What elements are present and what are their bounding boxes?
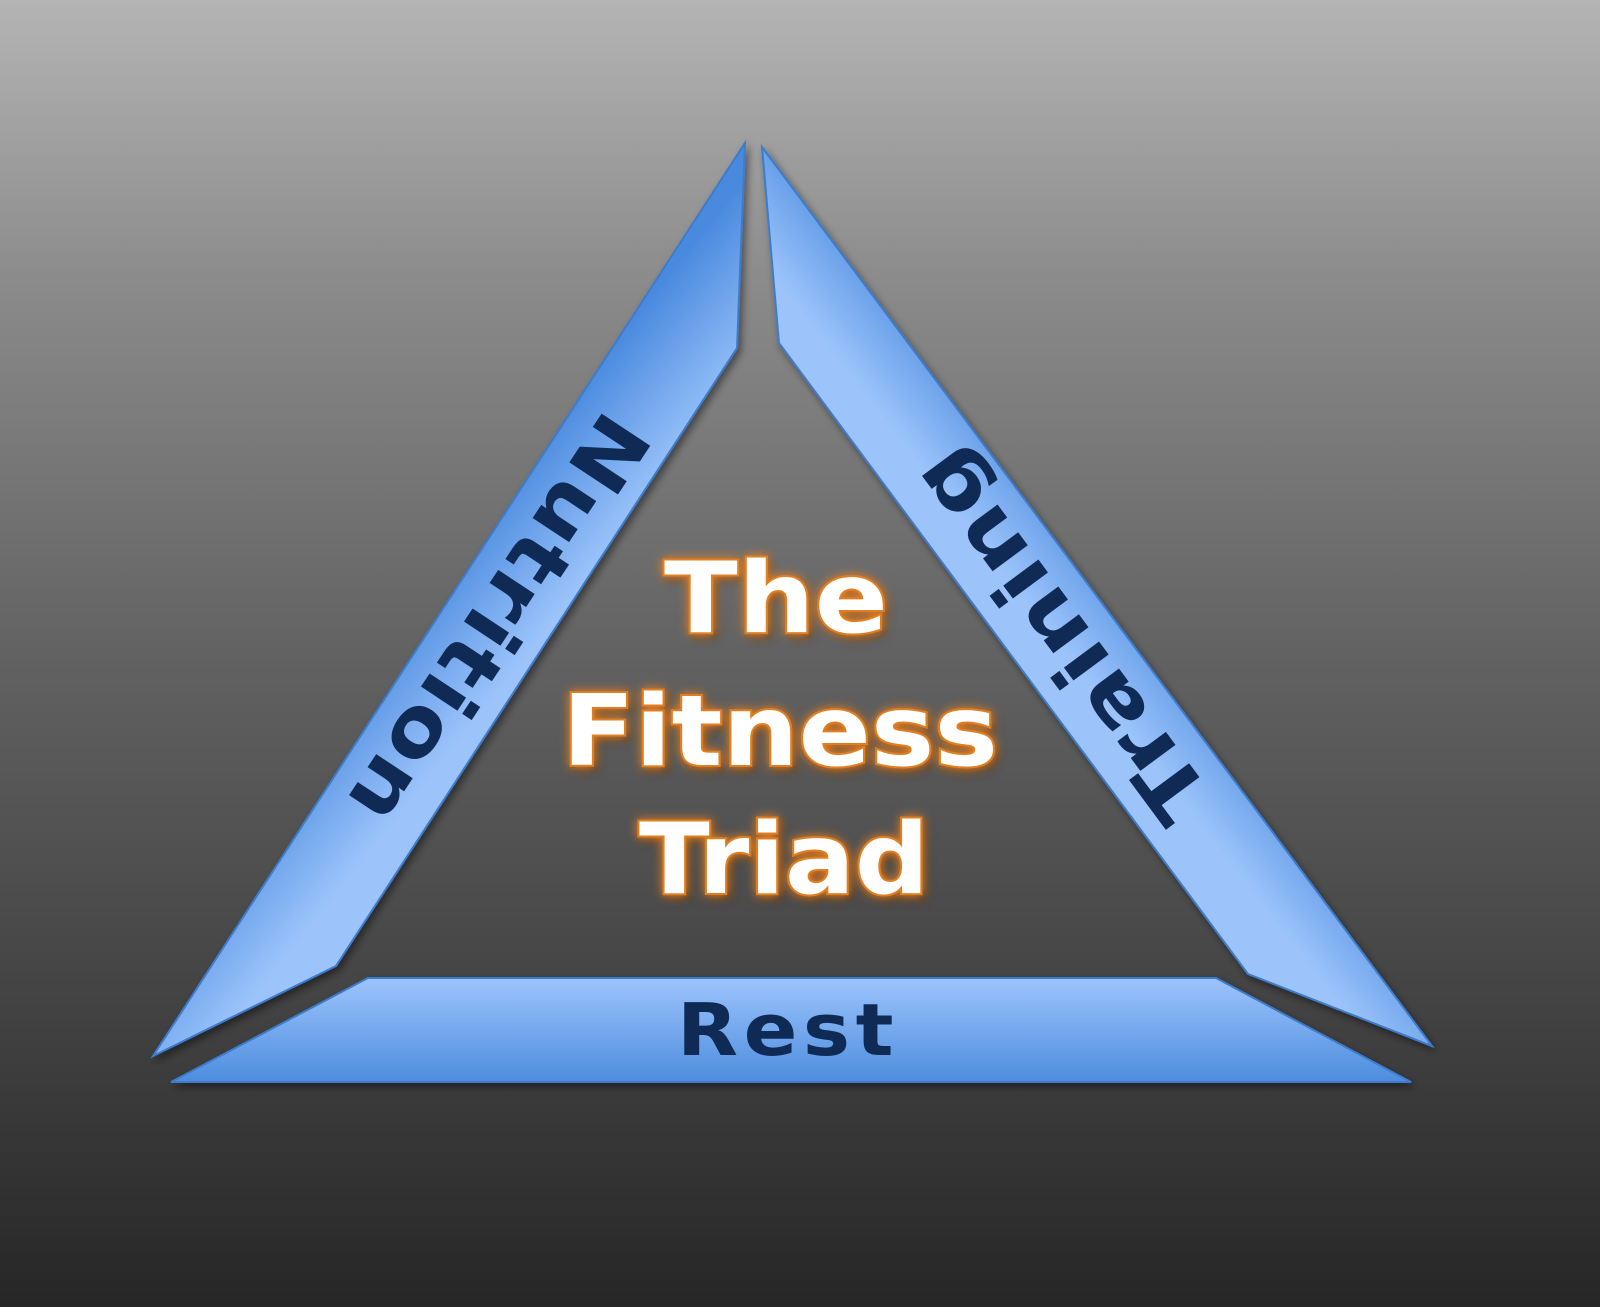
rest-bar (170, 977, 1412, 1083)
nutrition-bar (150, 139, 747, 1059)
rest-label: Rest (677, 988, 899, 1072)
training-bar (760, 143, 1435, 1049)
title-line-2: Fitness (562, 675, 998, 789)
title-line-3: Triad (639, 803, 929, 917)
center-title: The Fitness Triad (560, 540, 1000, 919)
title-line-1: The (664, 542, 888, 656)
